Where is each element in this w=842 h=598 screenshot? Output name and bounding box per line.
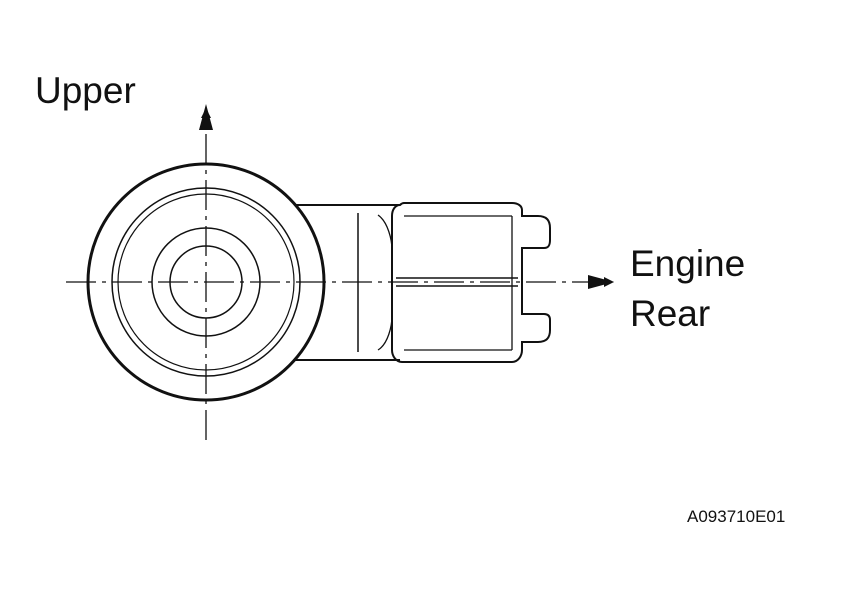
engine-label: Engine <box>630 243 746 284</box>
rear-label: Rear <box>630 293 711 334</box>
right-arrow-icon <box>588 275 614 289</box>
up-arrow-icon <box>199 104 213 130</box>
axes <box>66 108 614 440</box>
figure-code: A093710E01 <box>687 507 786 526</box>
upper-label: Upper <box>35 70 136 111</box>
sensor-body <box>292 202 551 363</box>
